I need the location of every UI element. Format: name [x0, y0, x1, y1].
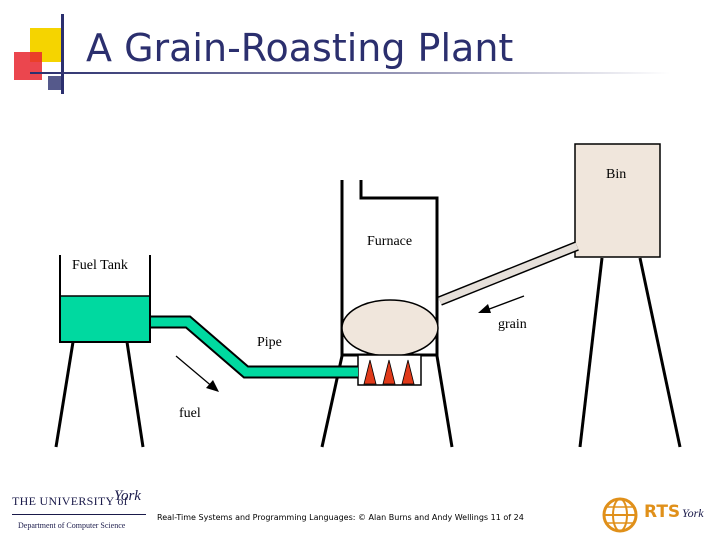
grain-arrow [483, 295, 525, 312]
fuel-tank-outline [59, 255, 151, 343]
grain-chute-fill [438, 242, 579, 305]
footer-text: Real-Time Systems and Programming Langua… [157, 513, 524, 522]
rts-logo-york: York [682, 506, 704, 520]
pipe-label: Pipe [257, 335, 282, 350]
rts-logo-text: RTS [644, 502, 681, 522]
flame-3 [401, 359, 415, 385]
fuel-arrow-head [206, 380, 219, 392]
bin-leg-left [578, 257, 604, 448]
bin-label: Bin [606, 167, 627, 182]
flame-1 [363, 359, 377, 385]
roasting-drum [341, 299, 439, 357]
decor-horizontal-line [30, 72, 670, 74]
slide-title: A Grain-Roasting Plant [86, 26, 514, 70]
furnace-label: Furnace [367, 234, 413, 249]
tank-leg-right [125, 341, 145, 448]
university-logo-top: THE UNIVERSITY of [12, 494, 128, 508]
tank-leg-left [54, 341, 75, 448]
grain-arrow-head [478, 304, 491, 313]
rts-logo: RTS York [598, 494, 714, 536]
fuel-pipe-outline [150, 315, 358, 379]
globe-icon [602, 497, 638, 533]
university-logo: THE UNIVERSITY of York Department of Com… [8, 488, 148, 536]
university-logo-name: York [114, 488, 141, 504]
flame-2 [382, 359, 396, 385]
fuel-pipe-fill [150, 317, 358, 377]
fuel-arrow [175, 355, 215, 389]
university-logo-divider [12, 514, 146, 515]
bin-leg-right [638, 257, 682, 448]
fuel-label: fuel [179, 406, 201, 421]
department-name: Department of Computer Science [18, 521, 126, 530]
decor-vertical-line [61, 14, 64, 94]
bin-body [574, 143, 661, 258]
decor-red-square [14, 52, 42, 80]
fuel-tank-liquid [60, 296, 150, 342]
grain-label: grain [498, 317, 527, 332]
fuel-tank-label: Fuel Tank [72, 258, 128, 273]
decor-small-blue-square [48, 76, 62, 90]
furnace-leg-right [435, 355, 454, 448]
